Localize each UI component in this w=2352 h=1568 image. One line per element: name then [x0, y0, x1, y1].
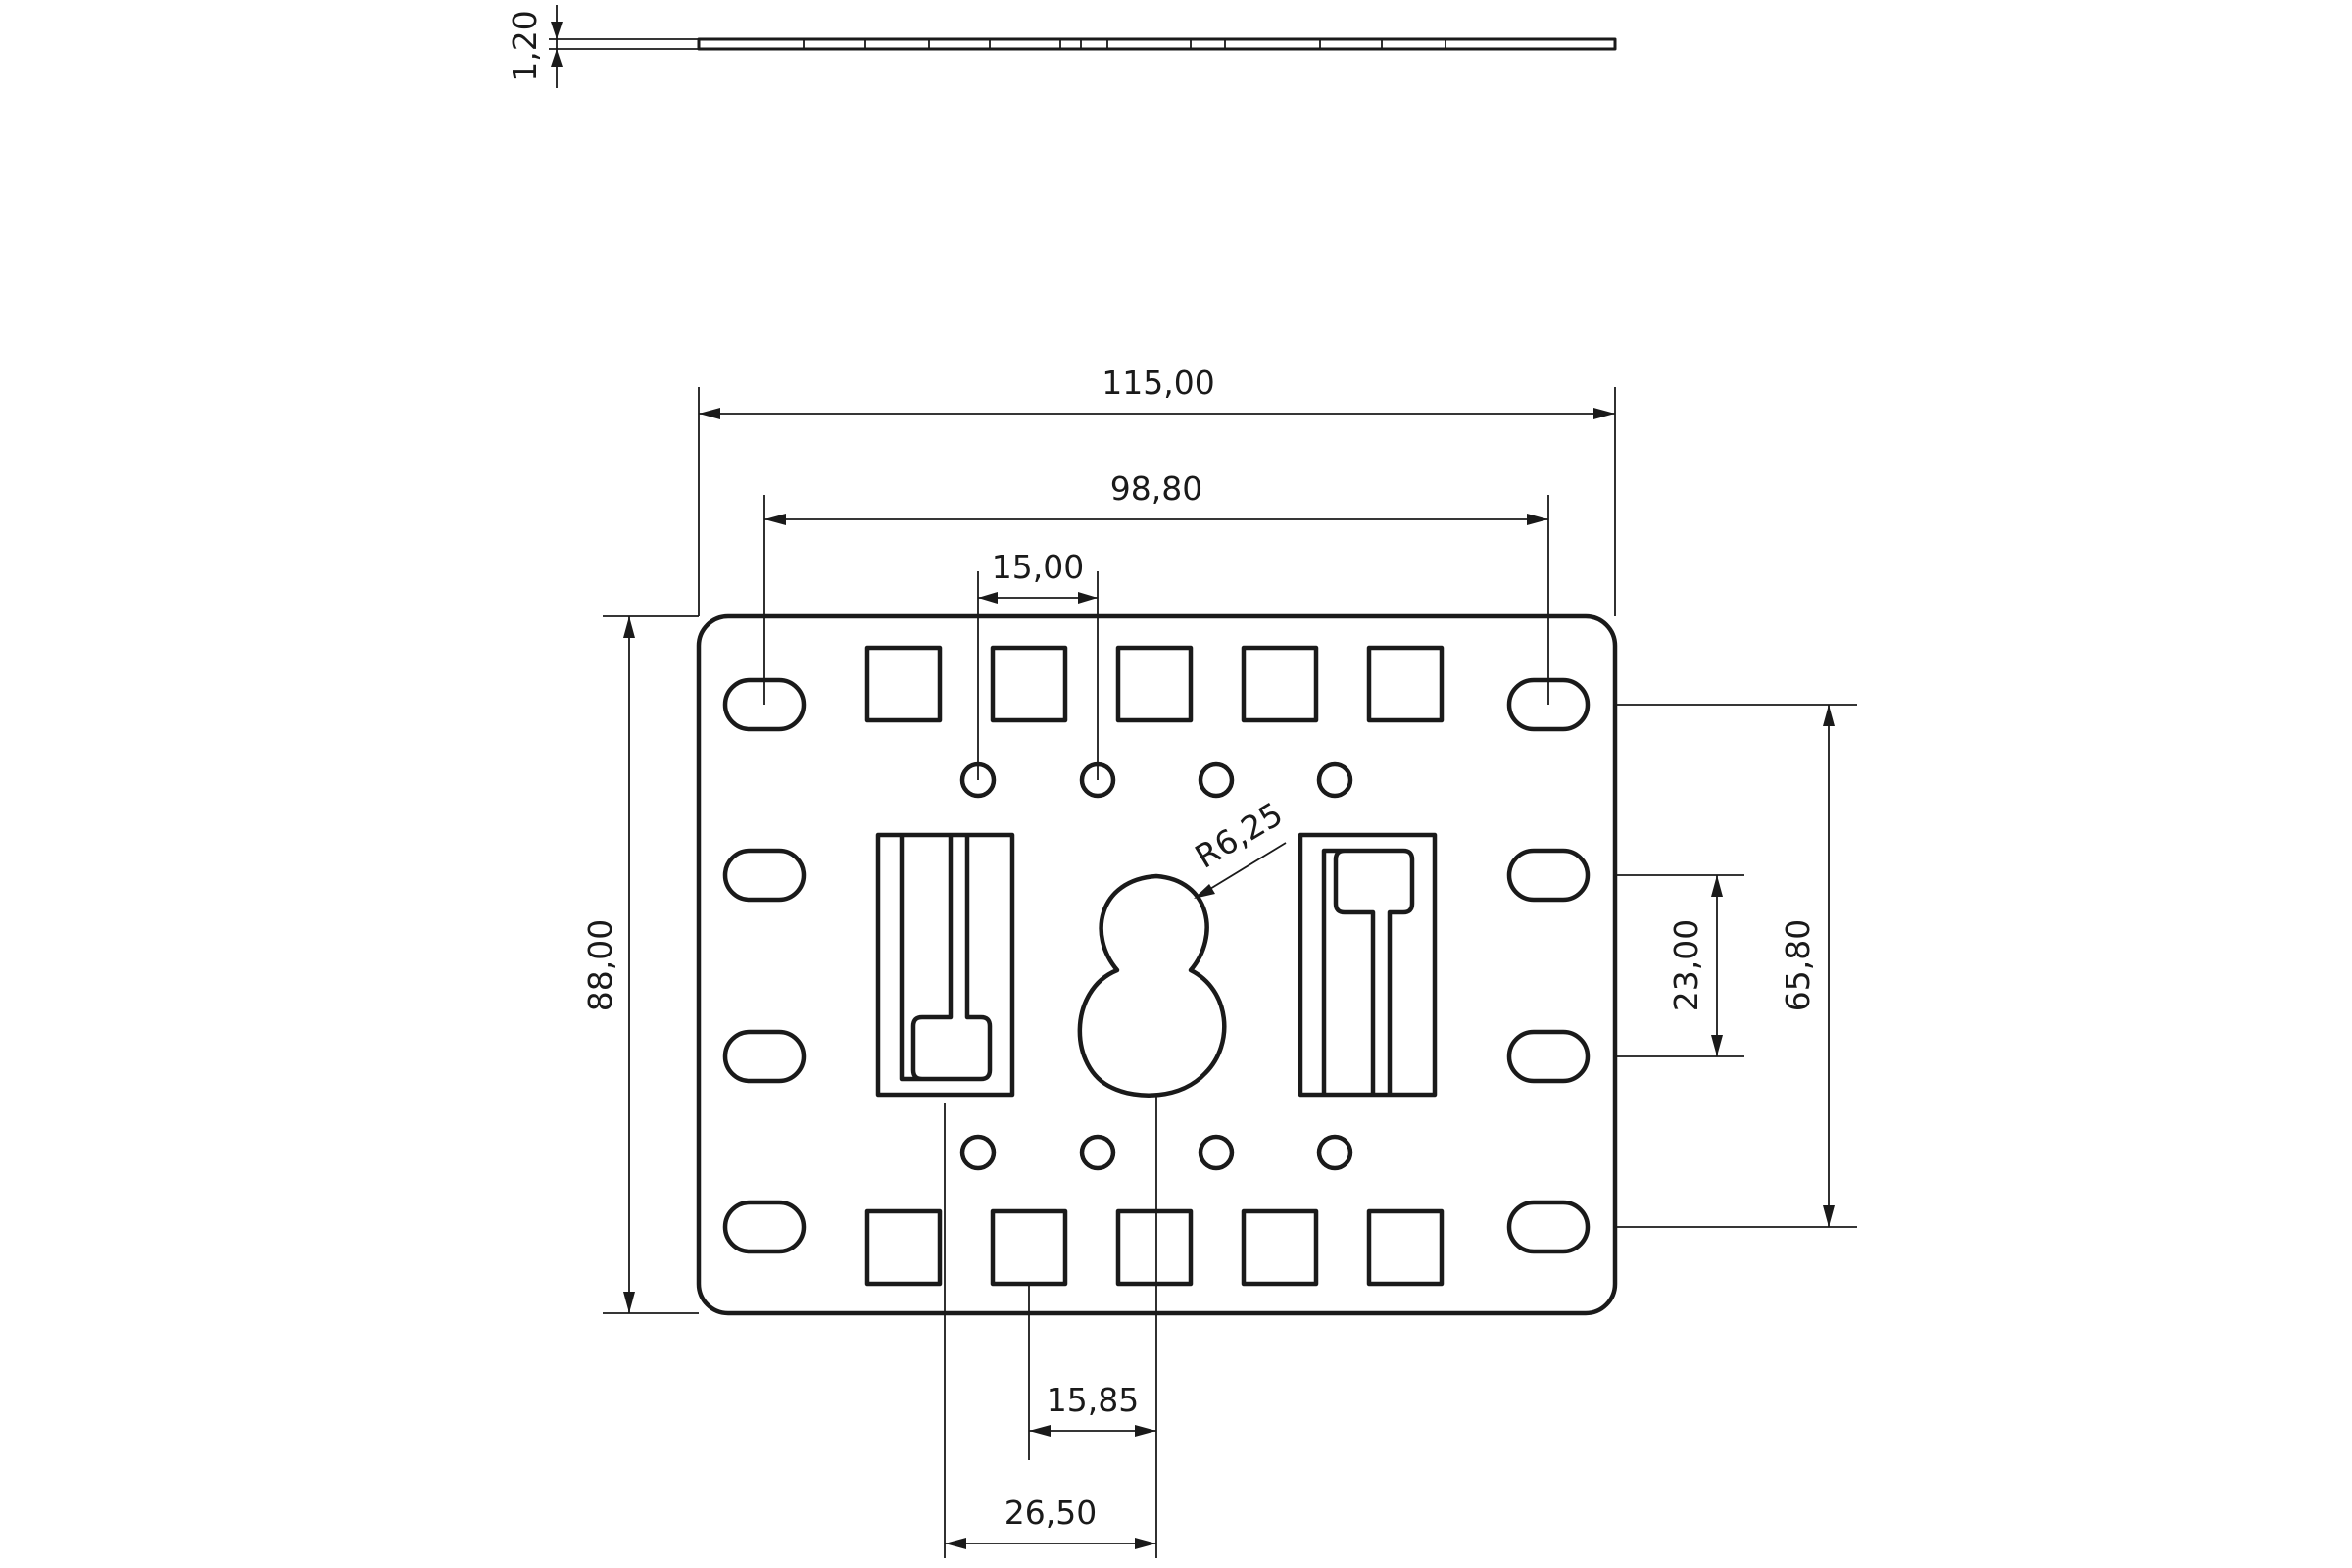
tslot-to-keyhole-label: 26,50 [1004, 1494, 1097, 1532]
keyhole-radius-label: R6,25 [1189, 795, 1290, 876]
slot-pitch-vertical-dimension: 23,00 [1615, 874, 1744, 1057]
square-cutouts-top [867, 648, 1442, 720]
t-slot-left [875, 832, 1015, 1098]
tslot-to-keyhole-dimension: 26,50 [944, 1102, 1156, 1558]
slot-spacing-label: 98,80 [1110, 469, 1202, 508]
hole-pitch-label: 15,00 [992, 548, 1084, 586]
overall-width-label: 115,00 [1102, 364, 1214, 402]
t-slot-right [1298, 832, 1438, 1098]
round-holes-top [962, 764, 1350, 796]
thickness-dimension: 1,20 [506, 5, 699, 88]
thickness-dimension-label: 1,20 [506, 10, 544, 81]
square-to-keyhole-dimension: 15,85 [1028, 1096, 1157, 1558]
overall-height-dimension: 88,00 [581, 615, 699, 1314]
slot-pitch-vertical-label: 23,00 [1667, 919, 1705, 1011]
outer-slot-span-dimension: 65,80 [1615, 704, 1857, 1228]
keyhole-outline [1077, 873, 1227, 1098]
slot-spacing-dimension: 98,80 [763, 469, 1549, 705]
square-to-keyhole-label: 15,85 [1047, 1381, 1139, 1419]
plate-side-profile [697, 37, 1617, 51]
hole-pitch-dimension: 15,00 [977, 548, 1099, 780]
outer-slot-span-label: 65,80 [1779, 919, 1817, 1011]
side-view: 1,20 [506, 5, 1617, 88]
square-cutouts-bottom [867, 1211, 1442, 1284]
side-profile-ticks [803, 39, 1446, 49]
keyhole-radius-callout: R6,25 [1189, 795, 1290, 899]
mounting-slots-right [1509, 680, 1588, 1251]
front-view: 115,00 98,80 15,00 88,00 [581, 364, 1857, 1558]
mounting-slots-left [725, 680, 804, 1251]
overall-height-label: 88,00 [581, 919, 619, 1011]
overall-width-dimension: 115,00 [698, 364, 1616, 616]
